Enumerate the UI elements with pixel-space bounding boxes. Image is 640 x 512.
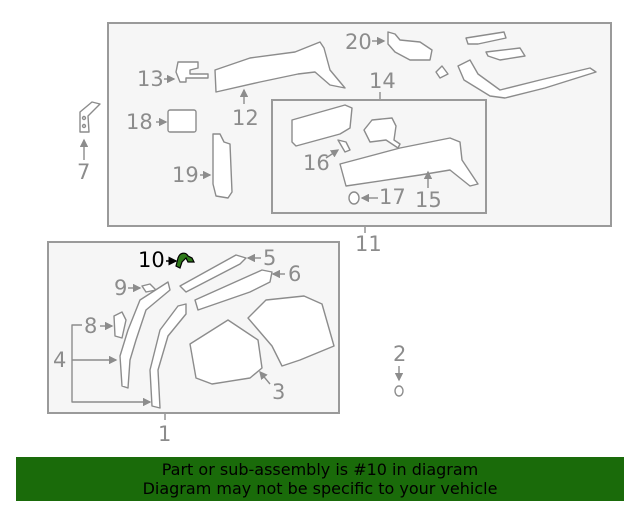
callout-12[interactable]: 12 (232, 106, 259, 130)
callout-3[interactable]: 3 (272, 380, 286, 404)
callout-14[interactable]: 14 (369, 69, 396, 93)
callout-4[interactable]: 4 (53, 348, 67, 372)
callout-1[interactable]: 1 (158, 422, 172, 446)
callout-9[interactable]: 9 (114, 276, 128, 300)
callout-20[interactable]: 20 (345, 30, 372, 54)
banner-line-part-number: Part or sub-assembly is #10 in diagram (161, 460, 479, 479)
part-7-shape (79, 101, 101, 133)
part-10-highlighted-shape (166, 252, 195, 269)
callout-8[interactable]: 8 (84, 314, 98, 338)
callout-13[interactable]: 13 (137, 67, 164, 91)
callout-11[interactable]: 11 (355, 232, 382, 256)
callout-7[interactable]: 7 (77, 160, 91, 184)
banner-line-disclaimer: Diagram may not be specific to your vehi… (142, 479, 498, 498)
callout-16[interactable]: 16 (303, 151, 330, 175)
diagram-notice-banner: Part or sub-assembly is #10 in diagram D… (16, 457, 624, 501)
callout-15[interactable]: 15 (415, 188, 442, 212)
callout-5[interactable]: 5 (263, 246, 277, 270)
callout-18[interactable]: 18 (126, 110, 153, 134)
callout-10-highlighted[interactable]: 10 (138, 248, 165, 272)
callout-2[interactable]: 2 (393, 342, 407, 366)
callout-19[interactable]: 19 (172, 163, 199, 187)
callout-17[interactable]: 17 (379, 185, 406, 209)
callout-6[interactable]: 6 (288, 262, 302, 286)
